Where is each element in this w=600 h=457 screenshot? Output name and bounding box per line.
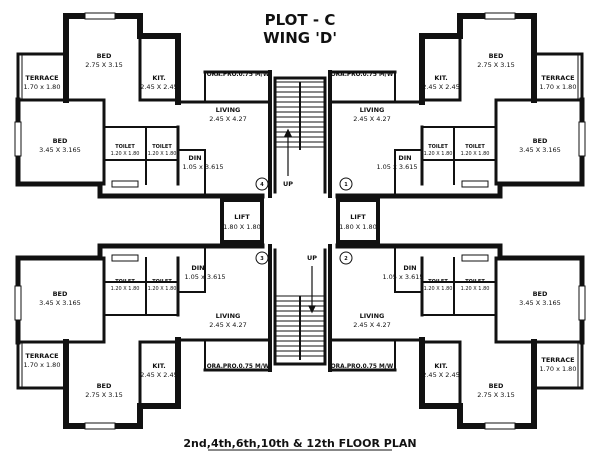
flat-3-labels: BED 2.75 X 3.15 TERRACE 1.70 x 1.80 KIT.…: [24, 264, 270, 399]
room-name: BED: [489, 52, 504, 60]
room-name: BED: [97, 382, 112, 390]
lift-dim: 1.80 X 1.80: [339, 223, 377, 231]
room-dim: 1.05 x 3.615: [182, 163, 223, 171]
flat-4-labels: BED 2.75 X 3.15 TERRACE 1.70 x 1.80 KIT.…: [24, 52, 270, 171]
room-name: TOILET: [115, 279, 135, 285]
flat-2-labels: BED 2.75 X 3.15 TERRACE 1.70 x 1.80 KIT.…: [331, 264, 577, 399]
room-name: BED: [533, 290, 548, 298]
room-dim: 1.70 x 1.80: [540, 365, 577, 373]
stair-up-label: UP: [307, 254, 317, 262]
room-name: BED: [97, 52, 112, 60]
room-name: BED: [53, 137, 68, 145]
lift-name: LIFT: [350, 213, 366, 221]
room-name: TOILET: [465, 279, 485, 285]
room-dim: 2.75 X 3.15: [477, 391, 515, 399]
room-dim: 1.20 X 1.80: [461, 151, 490, 157]
room-dim: 1.05 x 3.615: [382, 273, 423, 281]
room-name: LIVING: [216, 312, 241, 320]
room-dim: 2.75 X 3.15: [85, 391, 123, 399]
room-dim: 1.20 X 1.80: [111, 151, 140, 157]
stair-arrows: [284, 128, 316, 314]
room-dim: 2.45 X 4.27: [353, 321, 391, 329]
wing-title: WING 'D': [263, 29, 337, 47]
room-dim: 1.20 X 1.80: [424, 151, 453, 157]
staircase-bottom: [275, 295, 325, 360]
open-projection-label: ORA.PRO.0.75 M/W: [207, 72, 270, 78]
open-projection-label: ORA.PRO.0.75 M/W: [207, 364, 270, 370]
room-dim: 3.45 X 3.165: [39, 146, 81, 154]
room-name: TERRACE: [541, 74, 574, 82]
room-name: LIVING: [360, 312, 385, 320]
lift-name: LIFT: [234, 213, 250, 221]
lift-labels: LIFT 1.80 X 1.80 LIFT 1.80 X 1.80: [223, 213, 377, 231]
stair-up-label: UP: [283, 180, 293, 188]
room-name: TERRACE: [25, 74, 58, 82]
room-name: TOILET: [152, 144, 172, 150]
flat-2-walls: [328, 243, 585, 429]
room-name: TOILET: [152, 279, 172, 285]
walls: [15, 13, 585, 429]
room-name: DIN: [403, 264, 416, 272]
room-dim: 1.20 X 1.80: [148, 286, 177, 292]
room-name: BED: [53, 290, 68, 298]
room-dim: 2.45 X 2.45: [140, 83, 178, 91]
room-dim: 3.45 X 3.165: [519, 146, 561, 154]
flat-number: 2: [344, 256, 348, 262]
room-name: KIT.: [152, 74, 165, 82]
windows: [14, 12, 586, 430]
room-name: TERRACE: [25, 352, 58, 360]
floor-plan-title: 2nd,4th,6th,10th & 12th FLOOR PLAN: [183, 437, 416, 450]
room-dim: 1.70 x 1.80: [24, 361, 61, 369]
room-name: TOILET: [115, 144, 135, 150]
open-projection-label: ORA.PRO.0.75 M/W: [331, 364, 394, 370]
room-name: KIT.: [152, 362, 165, 370]
terrace-railings: [21, 54, 579, 388]
room-dim: 2.45 X 4.27: [209, 321, 247, 329]
flat-number: 4: [260, 182, 264, 188]
room-dim: 3.45 X 3.165: [519, 299, 561, 307]
flat-number-circles: [255, 177, 353, 265]
flat-numbers: 4 1 3 2: [260, 182, 348, 262]
room-dim: 2.45 X 2.45: [140, 371, 178, 379]
room-name: TOILET: [465, 144, 485, 150]
room-dim: 1.20 X 1.80: [461, 286, 490, 292]
room-name: TOILET: [428, 144, 448, 150]
room-dim: 2.75 X 3.15: [477, 61, 515, 69]
room-name: LIVING: [216, 106, 241, 114]
room-dim: 2.45 X 4.27: [353, 115, 391, 123]
room-dim: 2.45 X 2.45: [422, 83, 460, 91]
staircase-top: [275, 81, 325, 150]
room-dim: 2.45 X 4.27: [209, 115, 247, 123]
room-dim: 1.20 X 1.80: [148, 151, 177, 157]
room-name: BED: [489, 382, 504, 390]
room-dim: 2.45 X 2.45: [422, 371, 460, 379]
open-projection-label: ORA.PRO.0.75 M/W: [331, 72, 394, 78]
room-name: KIT.: [434, 362, 447, 370]
room-name: DIN: [191, 264, 204, 272]
room-dim: 2.75 X 3.15: [85, 61, 123, 69]
plot-title: PLOT - C: [265, 11, 336, 29]
room-name: KIT.: [434, 74, 447, 82]
room-name: TOILET: [428, 279, 448, 285]
flat-1-labels: BED 2.75 X 3.15 TERRACE 1.70 x 1.80 KIT.…: [331, 52, 577, 171]
room-name: TERRACE: [541, 356, 574, 364]
room-dim: 1.20 X 1.80: [424, 286, 453, 292]
core-walls: [220, 76, 380, 366]
flat-3-walls: [15, 243, 272, 429]
flat-number: 1: [344, 182, 348, 188]
room-name: DIN: [188, 154, 201, 162]
room-dim: 1.20 X 1.80: [111, 286, 140, 292]
lift-dim: 1.80 X 1.80: [223, 223, 261, 231]
room-name: BED: [533, 137, 548, 145]
room-dim: 1.70 x 1.80: [24, 83, 61, 91]
room-dim: 1.05 x 3.615: [184, 273, 225, 281]
room-name: DIN: [398, 154, 411, 162]
room-dim: 3.45 X 3.165: [39, 299, 81, 307]
room-dim: 1.70 x 1.80: [540, 83, 577, 91]
flat-number: 3: [260, 256, 264, 262]
room-dim: 1.05 x 3.615: [376, 163, 417, 171]
room-name: LIVING: [360, 106, 385, 114]
